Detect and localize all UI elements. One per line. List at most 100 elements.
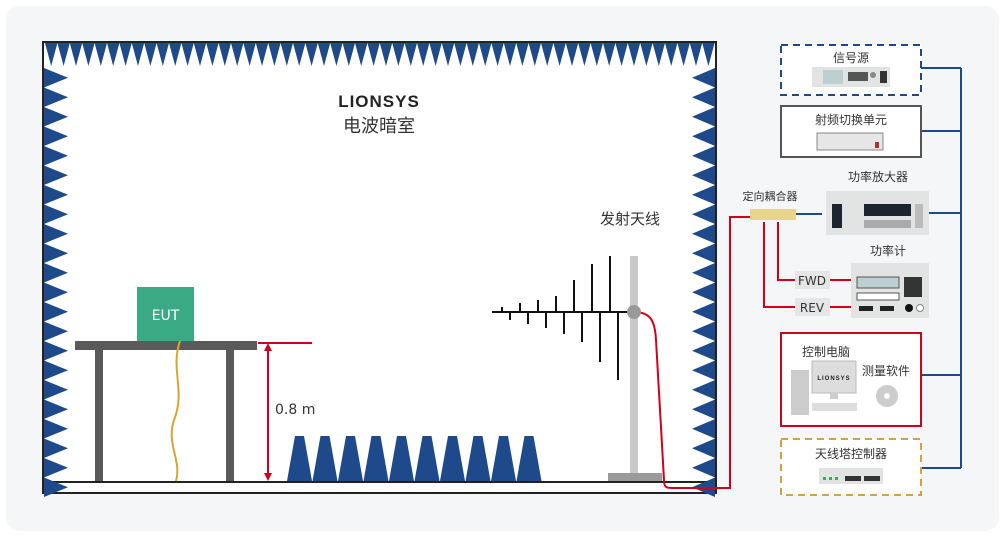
- rev-port: [795, 298, 830, 316]
- absorber-wedge: [44, 204, 68, 224]
- absorber-wedge: [692, 458, 715, 478]
- absorber-wedge: [119, 43, 132, 66]
- control-pc: 控制电脑 LIONSYS 测量软件: [780, 332, 922, 427]
- absorber-wedge: [466, 43, 479, 66]
- absorber-wedge: [528, 43, 541, 66]
- control-bus: [796, 67, 962, 469]
- absorber-wedge: [627, 43, 641, 66]
- absorber-wedge: [317, 43, 331, 66]
- antenna-tower-controller: 天线塔控制器: [780, 438, 922, 496]
- ceiling-absorbers: [45, 43, 715, 66]
- absorber-wedge: [441, 43, 455, 66]
- absorber-wedge: [689, 43, 703, 66]
- coupler-cables: [763, 222, 852, 308]
- absorber-wedge: [454, 43, 467, 66]
- absorber-wedge: [94, 43, 107, 66]
- absorber-wedge: [255, 43, 269, 66]
- absorber-wedge: [231, 43, 244, 66]
- absorber-wedge: [692, 165, 715, 185]
- absorber-wedge: [44, 282, 68, 302]
- absorber-wedge: [665, 43, 678, 66]
- absorber-wedge: [44, 243, 68, 263]
- absorber-wedge: [541, 43, 554, 66]
- signal-source-label: 信号源: [833, 51, 869, 65]
- absorber-wedge: [677, 43, 690, 66]
- absorber-wedge: [280, 43, 293, 66]
- floor-absorber: [465, 436, 491, 481]
- antenna-feed-point: [627, 305, 641, 319]
- absorber-wedge: [268, 43, 281, 66]
- absorber-wedge: [193, 43, 207, 66]
- floor-absorber: [440, 436, 465, 481]
- absorber-wedge: [479, 43, 492, 66]
- absorber-wedge: [692, 399, 715, 419]
- fwd-label: FWD: [798, 274, 826, 288]
- antenna-mast-base: [608, 473, 662, 481]
- absorber-wedge: [330, 43, 343, 66]
- floor-absorber: [287, 436, 312, 481]
- absorber-wedge: [218, 43, 231, 66]
- eut-box: [137, 287, 194, 341]
- rf-cable-to-antenna: [633, 216, 750, 489]
- absorber-wedge: [692, 68, 715, 88]
- absorber-wedge: [417, 43, 430, 66]
- chamber-title: 电波暗室: [343, 116, 415, 137]
- rf-switch-label: 射频切换单元: [815, 112, 887, 127]
- coupler-label: 定向耦合器: [743, 189, 798, 203]
- software-label: 测量软件: [862, 364, 910, 378]
- absorber-wedge: [516, 43, 529, 66]
- absorber-wedge: [692, 204, 715, 224]
- absorber-wedge: [45, 43, 58, 66]
- absorber-wedge: [44, 263, 68, 283]
- absorber-wedge: [44, 360, 68, 380]
- eut-cable: [170, 340, 181, 482]
- absorber-wedge: [429, 43, 442, 66]
- absorber-wedge: [640, 43, 653, 66]
- absorber-wedge: [692, 341, 715, 361]
- power-meter: [851, 263, 929, 318]
- absorber-wedge: [553, 43, 566, 66]
- floor-absorber: [516, 436, 542, 481]
- absorber-wedge: [367, 43, 380, 66]
- floor-absorber: [389, 436, 414, 481]
- height-label: 0.8 m: [275, 402, 315, 418]
- power-meter-label: 功率计: [870, 243, 906, 258]
- absorber-wedge: [692, 87, 715, 107]
- tower-controller-label: 天线塔控制器: [815, 447, 887, 461]
- absorber-wedge: [590, 43, 603, 66]
- floor-absorber: [363, 436, 389, 481]
- absorber-wedge: [44, 458, 68, 478]
- absorber-wedge: [131, 43, 145, 66]
- absorber-wedge: [503, 43, 517, 66]
- absorber-wedge: [692, 321, 715, 341]
- antenna-label: 发射天线: [600, 210, 660, 228]
- absorber-wedge: [692, 282, 715, 302]
- absorber-wedge: [44, 477, 68, 497]
- absorber-wedge: [692, 438, 715, 458]
- control-pc-label: 控制电脑: [802, 345, 850, 359]
- absorber-wedge: [692, 419, 715, 439]
- absorber-wedge: [44, 185, 68, 205]
- absorber-wedge: [82, 43, 95, 66]
- absorber-wedge: [44, 380, 68, 400]
- absorber-wedge: [692, 126, 715, 146]
- absorber-wedge: [44, 146, 68, 166]
- absorber-wedge: [206, 43, 219, 66]
- absorber-wedge: [702, 43, 715, 66]
- absorber-wedge: [69, 43, 83, 66]
- absorber-wedge: [293, 43, 306, 66]
- absorber-wedge: [156, 43, 169, 66]
- absorber-wedge: [44, 87, 68, 107]
- absorber-wedge: [652, 43, 665, 66]
- absorber-wedge: [692, 243, 715, 263]
- pc-screen-logo: LIONSYS: [817, 376, 850, 382]
- absorber-wedge: [44, 107, 68, 127]
- absorber-wedge: [44, 68, 68, 88]
- absorber-wedge: [355, 43, 368, 66]
- amplifier-label: 功率放大器: [848, 169, 908, 184]
- absorber-wedge: [44, 302, 68, 322]
- floor-absorber: [414, 436, 440, 481]
- absorber-wedge: [565, 43, 579, 66]
- absorber-wedge: [44, 321, 68, 341]
